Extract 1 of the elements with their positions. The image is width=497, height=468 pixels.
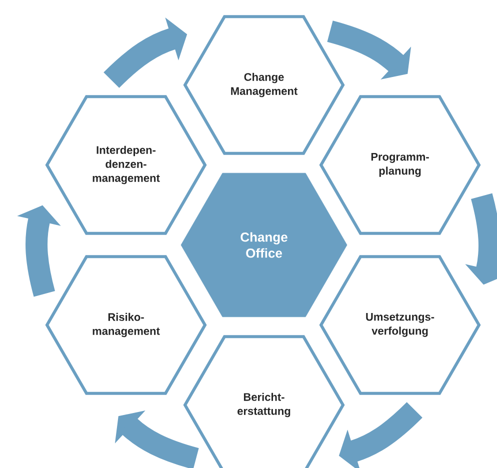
center-hexagon: Change Office (180, 172, 348, 318)
